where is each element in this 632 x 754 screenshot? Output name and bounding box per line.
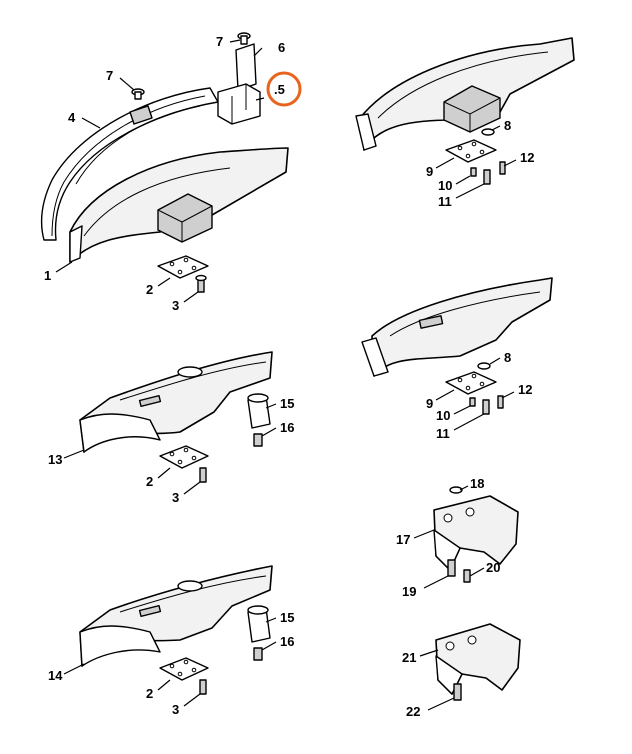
callout-16b: 16 <box>280 634 294 649</box>
plate-9b <box>445 371 497 395</box>
screw-19 <box>447 559 456 577</box>
callout-19: 19 <box>402 584 416 599</box>
callout-17: 17 <box>396 532 410 547</box>
callout-10a: 10 <box>438 178 452 193</box>
callout-3c: 3 <box>172 702 179 717</box>
bracket-assembly-21 <box>435 623 521 701</box>
deflector-assembly-13 <box>79 351 273 483</box>
callout-2a: 2 <box>146 282 153 297</box>
screw-11b <box>482 399 490 415</box>
callout-22: 22 <box>406 704 420 719</box>
screw-11a <box>483 169 491 185</box>
leader-lines <box>55 39 517 711</box>
screw-10a <box>470 167 477 177</box>
screw-3b <box>199 467 207 483</box>
callout-11b: 11 <box>436 426 450 441</box>
deflector-assembly-1 <box>40 32 289 293</box>
callout-8b: 8 <box>504 350 511 365</box>
screw-7-top <box>237 32 251 45</box>
deflector-assembly-mid-right <box>361 277 553 415</box>
callout-13: 13 <box>48 452 62 467</box>
highlight-ring-part-5 <box>266 71 302 107</box>
callout-labels: 7 6 7 4 .5 1 2 3 8 9 10 11 12 8 9 10 11 … <box>44 34 534 719</box>
screw-16b <box>253 647 263 661</box>
bracket-15a <box>247 393 271 429</box>
screw-10b <box>469 397 476 407</box>
screw-7-left <box>131 88 145 100</box>
callout-8a: 8 <box>504 118 511 133</box>
callout-9a: 9 <box>426 164 433 179</box>
plate-2c <box>159 657 209 681</box>
screw-3a <box>195 274 207 293</box>
deflector-assembly-top-right <box>355 37 575 185</box>
callout-15a: 15 <box>280 396 294 411</box>
callout-10b: 10 <box>436 408 450 423</box>
screw-12b <box>497 395 504 409</box>
callout-11a: 11 <box>438 194 452 209</box>
deflector-assembly-14 <box>79 565 273 695</box>
callout-18: 18 <box>470 476 484 491</box>
plate-2a <box>157 255 209 279</box>
callout-4: 4 <box>68 110 76 125</box>
bracket-assembly-17 <box>433 486 519 583</box>
callout-7b: 7 <box>106 68 113 83</box>
screw-12a <box>499 161 506 175</box>
bracket-15b <box>247 605 271 643</box>
plate-9a <box>445 139 497 163</box>
screw-20 <box>463 569 471 583</box>
callout-12b: 12 <box>518 382 532 397</box>
plate-2b <box>159 445 209 469</box>
washer-8b <box>477 362 491 370</box>
callout-16a: 16 <box>280 420 294 435</box>
callout-1: 1 <box>44 268 51 283</box>
washer-18 <box>449 486 463 494</box>
callout-14: 14 <box>48 668 63 683</box>
callout-21: 21 <box>402 650 416 665</box>
callout-9b: 9 <box>426 396 433 411</box>
callout-2b: 2 <box>146 474 153 489</box>
callout-3a: 3 <box>172 298 179 313</box>
skirt-clip <box>129 105 153 125</box>
callout-2c: 2 <box>146 686 153 701</box>
screw-3c <box>199 679 207 695</box>
callout-15b: 15 <box>280 610 294 625</box>
callout-5: .5 <box>274 82 285 97</box>
callout-20: 20 <box>486 560 500 575</box>
callout-7a: 7 <box>216 34 223 49</box>
callout-6: 6 <box>278 40 285 55</box>
callout-3b: 3 <box>172 490 179 505</box>
screw-22 <box>453 683 462 701</box>
screw-16a <box>253 433 263 447</box>
washer-8a <box>481 128 495 136</box>
mount-block-1 <box>157 193 213 243</box>
callout-12a: 12 <box>520 150 534 165</box>
bracket-6 <box>235 43 257 91</box>
